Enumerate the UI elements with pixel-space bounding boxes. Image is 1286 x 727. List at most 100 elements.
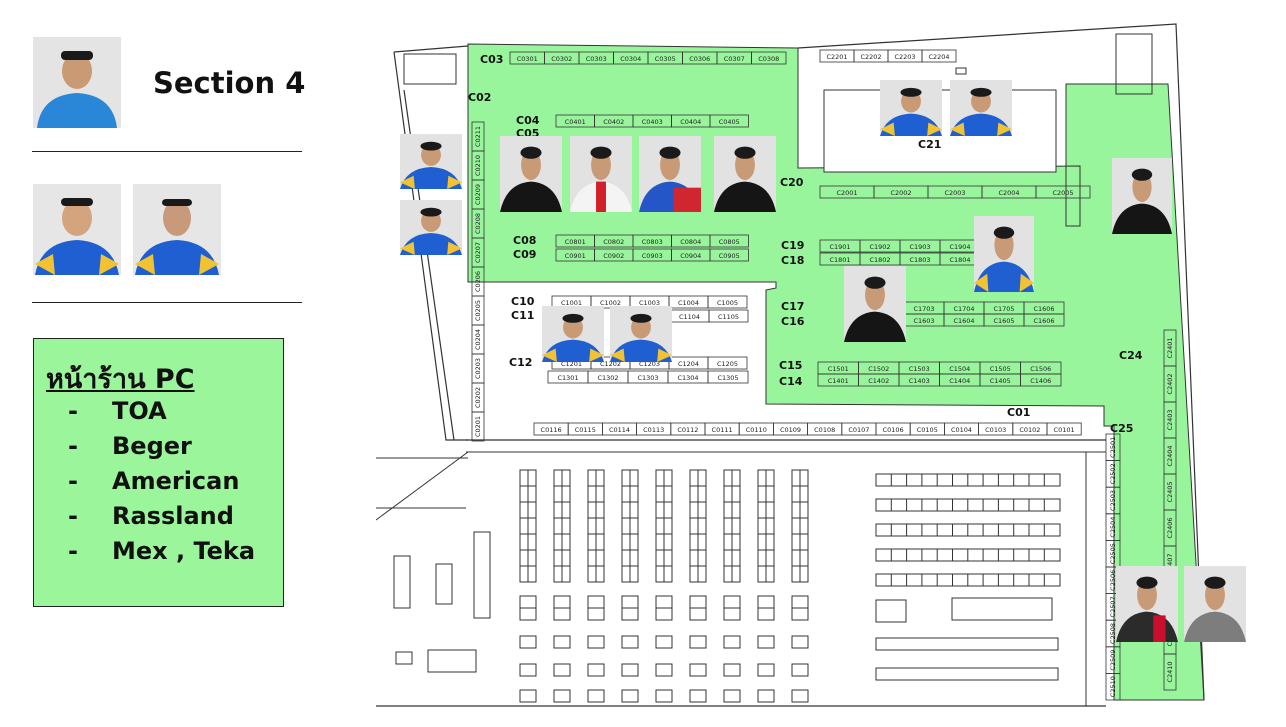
cell-label: C2503 [1109,490,1117,511]
storage-cell[interactable]: C1606 [1023,313,1065,327]
storage-cell[interactable]: C1004 [668,295,709,309]
cell-label: C0202 [474,387,482,408]
storage-cell[interactable]: C1205 [707,356,748,370]
storage-cell[interactable]: C1303 [627,370,669,384]
storage-cell[interactable]: C2510 [1105,673,1121,701]
cell-label: C1605 [993,317,1014,325]
storage-cell[interactable]: C2203 [887,49,923,63]
section-title: Section 4 [153,66,306,100]
cell-label: C2505 [1109,543,1117,564]
storage-cell[interactable]: C0113 [636,422,672,436]
cell-label: C2204 [928,53,949,61]
zone-label-c15: C15 [779,359,802,372]
staff-photo-left-2 [133,184,221,275]
storage-cell[interactable]: C2005 [1035,185,1091,199]
storage-cell[interactable]: C1105 [708,309,749,323]
cell-label: C1404 [949,377,970,385]
cell-label: C0207 [474,242,482,263]
cell-label: C2005 [1052,189,1073,197]
cell-label: C2504 [1109,517,1117,538]
storage-cell[interactable]: C0109 [772,422,808,436]
storage-cell[interactable]: C0201 [471,411,485,442]
storage-cell[interactable]: C0105 [909,422,945,436]
staff-photo [1184,566,1246,642]
storage-cell[interactable]: C0112 [670,422,706,436]
cell-label: C1005 [717,299,738,307]
cell-label: C1904 [949,243,970,251]
storage-cell[interactable]: C0111 [704,422,740,436]
cell-label: C1302 [597,374,618,382]
storage-cell[interactable]: C0204 [471,324,485,355]
cell-label: C0301 [517,55,538,63]
cell-label: C1606 [1033,317,1054,325]
storage-cell[interactable]: C1301 [547,370,589,384]
zone-label-c01: C01 [1007,406,1030,419]
staff-photo-section-lead [33,37,121,128]
storage-cell[interactable]: C0107 [841,422,877,436]
storage-cell[interactable]: C2204 [921,49,957,63]
cell-label: C0209 [474,184,482,205]
cell-label: C1901 [829,243,850,251]
storage-cell[interactable]: C0116 [533,422,569,436]
cell-label: C0903 [642,252,663,260]
cell-label: C1304 [677,374,698,382]
storage-cell[interactable]: C0102 [1012,422,1048,436]
storage-cell[interactable]: C2410 [1163,653,1177,691]
storage-cell[interactable]: C1406 [1020,373,1062,387]
cell-label: C0802 [603,238,624,246]
zone-label-c20: C20 [780,176,804,189]
cell-label: C2002 [890,189,911,197]
storage-cell[interactable]: C1104 [669,309,710,323]
warehouse-racks [393,469,1061,703]
cell-label: C0105 [917,426,938,434]
storage-cell[interactable]: C1304 [667,370,709,384]
cell-label: C0804 [680,238,701,246]
staff-photo [400,134,462,189]
storage-cell[interactable]: C1204 [668,356,709,370]
storage-cell[interactable]: C0104 [944,422,980,436]
zone-label-c24: C24 [1119,349,1143,362]
zone-label-c16: C16 [781,315,805,328]
storage-cell[interactable]: C0405 [709,114,749,128]
storage-cell[interactable]: C1005 [707,295,748,309]
storage-cell[interactable]: C0106 [875,422,911,436]
cell-label: C2404 [1166,445,1174,466]
cell-label: C1803 [909,256,930,264]
storage-cell[interactable]: C0115 [567,422,603,436]
storage-cell[interactable]: C0114 [601,422,637,436]
cell-label: C1402 [868,377,889,385]
cell-label: C2201 [826,53,847,61]
staff-photo [974,216,1034,292]
storage-cell[interactable]: C0203 [471,353,485,384]
storage-cell[interactable]: C0905 [709,248,749,262]
cell-label: C1501 [828,365,849,373]
storage-cell[interactable]: C1302 [587,370,629,384]
storage-cell[interactable]: C0202 [471,382,485,413]
storage-cell[interactable]: C1305 [707,370,749,384]
staff-photo [714,136,776,212]
cell-label: C1202 [600,360,621,368]
cell-label: C0204 [474,329,482,350]
storage-cell[interactable]: C0308 [751,51,787,65]
storage-cell[interactable]: C2201 [819,49,855,63]
cell-label: C1002 [600,299,621,307]
storage-cell[interactable]: C0103 [978,422,1014,436]
cell-label: C2506 [1109,570,1117,591]
storage-cell[interactable]: C0205 [471,295,485,326]
cell-label: C0102 [1019,426,1040,434]
storage-cell[interactable]: C0108 [807,422,843,436]
storage-cell[interactable]: C0110 [738,422,774,436]
cell-label: C2203 [894,53,915,61]
floor-plan: C03 C02 C04 C05 C08 C09 C10 C11 C12 C20 … [376,23,1246,707]
divider-top [32,151,302,152]
zone-label-c10: C10 [511,295,535,308]
staff-photo [610,306,672,362]
storage-cell[interactable]: C2202 [853,49,889,63]
storage-cell[interactable]: C0805 [709,234,749,248]
cell-label: C2509 [1109,650,1117,671]
cell-label: C0902 [603,252,624,260]
storage-cell[interactable]: C0101 [1046,422,1082,436]
cell-label: C1305 [717,374,738,382]
cell-label: C0112 [677,426,698,434]
